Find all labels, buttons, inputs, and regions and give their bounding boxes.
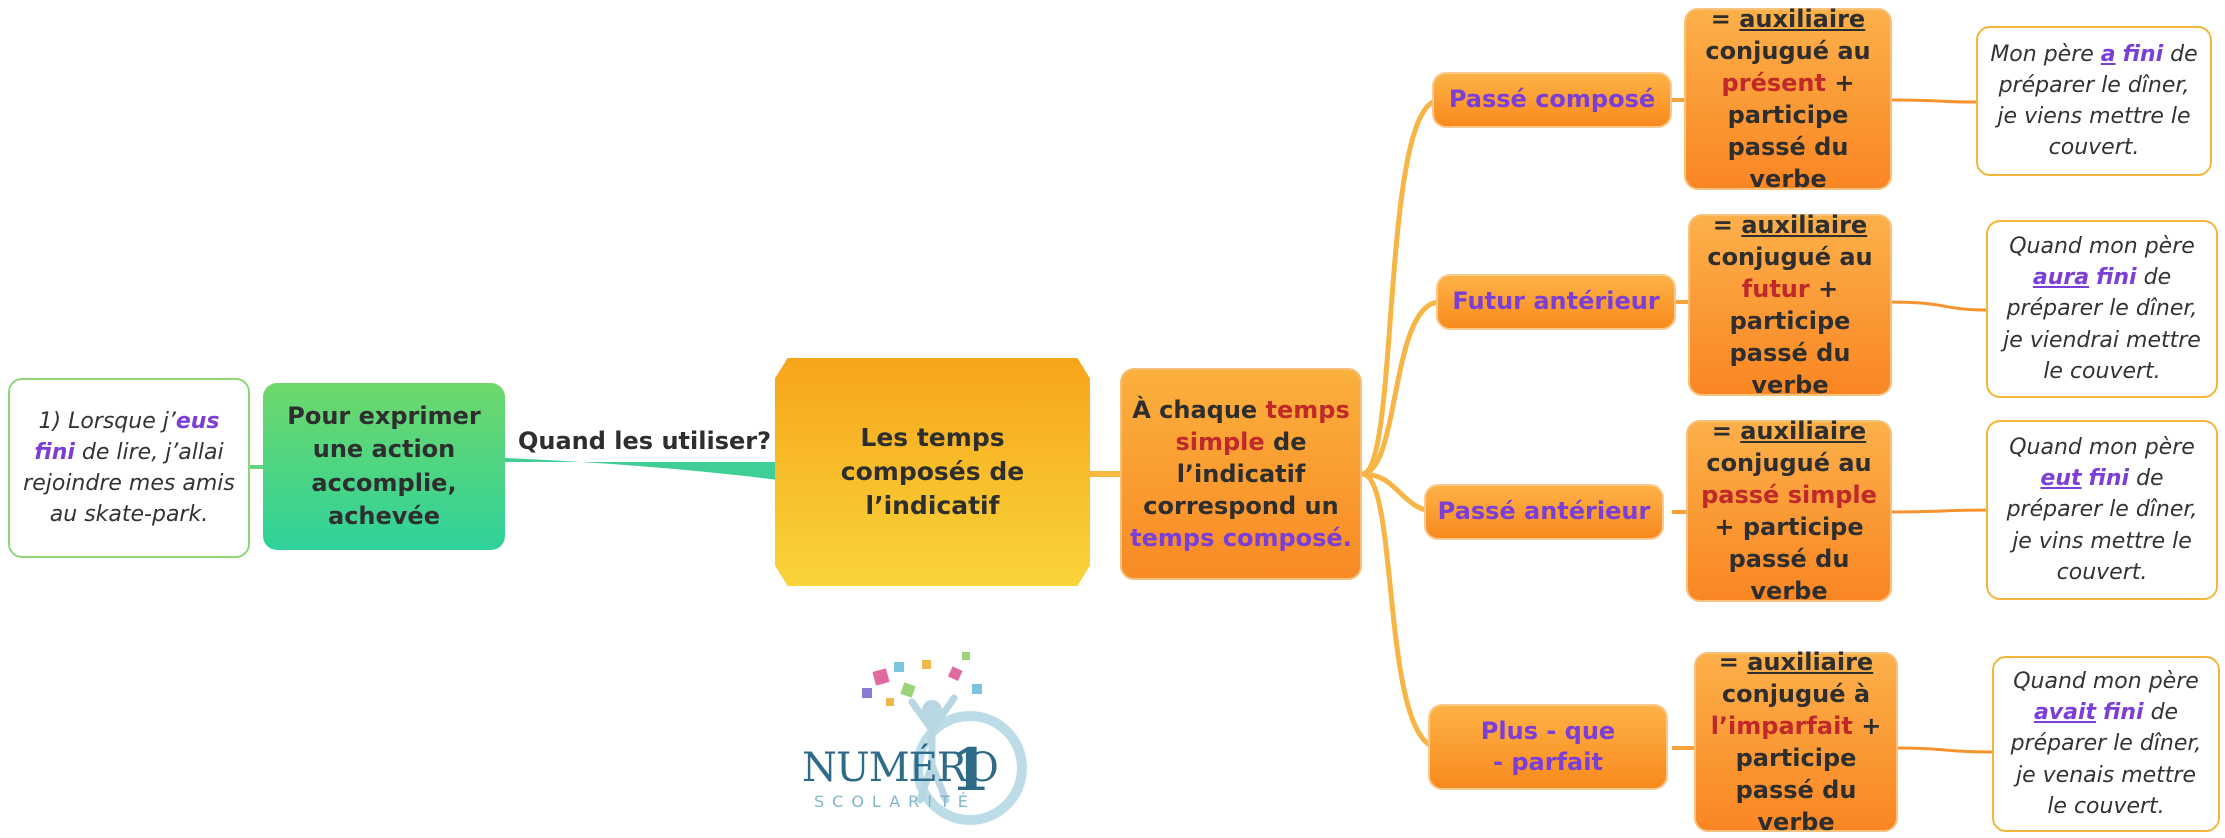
- topic-text: Les temps composés de l’indicatif: [840, 423, 1025, 520]
- example-text: de préparer le dîner, je viens mettre le…: [1997, 41, 2198, 161]
- example-verb: fini: [2103, 700, 2144, 726]
- example-aux: avait: [2033, 700, 2097, 726]
- definition-text: À chaque: [1132, 395, 1258, 424]
- example-futur-anterieur: Quand mon père aura fini de préparer le …: [1986, 220, 2218, 398]
- logo-digit: 1: [950, 736, 991, 804]
- tense-passe-anterieur: Passé antérieur: [1424, 484, 1664, 540]
- definition-text: de l’indicatif correspond un: [1143, 427, 1339, 521]
- rule-rest: participe passé du verbe: [1728, 513, 1864, 606]
- rule-eq: =: [1710, 4, 1731, 33]
- rule-tense-word: présent: [1721, 68, 1826, 97]
- rule-rest: participe passé du verbe: [1735, 744, 1857, 837]
- link-center-plus-que-parfait: [1361, 471, 1441, 751]
- example-number: 1): [38, 408, 62, 434]
- example-text: de lire, j’allai rejoindre mes amis au s…: [23, 439, 235, 528]
- definition-highlight-red: temps simple: [1175, 395, 1350, 456]
- logo-subtitle: SCOLARITÉ: [814, 792, 976, 811]
- rule-passe-compose: = auxiliaire conjugué au présent + parti…: [1684, 4, 1892, 194]
- question-label: Quand les utiliser?: [518, 427, 772, 455]
- logo-wordmark: NUMÉRO: [802, 745, 999, 791]
- rule-aux: auxiliaire: [1741, 210, 1868, 239]
- tense-label: Futur antérieur: [1452, 287, 1660, 316]
- example-aux: a: [2100, 41, 2116, 67]
- numero1-logo: NUMÉRO 1 SCOLARITÉ: [802, 640, 1037, 830]
- example-text: Quand mon père: [2009, 233, 2195, 259]
- definition-highlight-purple: temps composé.: [1130, 524, 1352, 553]
- rule-eq: =: [1718, 647, 1739, 676]
- rule-plus: +: [1834, 68, 1855, 97]
- example-verb: fini: [34, 439, 75, 465]
- example-passe-anterieur: Quand mon père eut fini de préparer le d…: [1986, 420, 2218, 600]
- rule-tense-word: l’imparfait: [1710, 711, 1853, 740]
- central-topic: Les temps composés de l’indicatif: [775, 358, 1090, 586]
- example-text: Quand mon père: [2009, 434, 2195, 460]
- example-aux: aura: [2032, 265, 2090, 291]
- rule-rest: participe passé du verbe: [1729, 307, 1851, 400]
- rule-rest: participe passé du verbe: [1727, 101, 1849, 194]
- purpose-text: Pour exprimer une action accomplie, ache…: [287, 402, 481, 530]
- example-text: de préparer le dîner, je viendrai mettre…: [2003, 265, 2201, 384]
- rule-plus: +: [1818, 274, 1839, 303]
- tense-plus-que-parfait: Plus - que - parfait: [1428, 704, 1668, 790]
- example-text: Mon père: [1990, 41, 2094, 67]
- rule-conj: conjugué à: [1721, 679, 1871, 708]
- rule-aux: auxiliaire: [1739, 4, 1866, 33]
- tense-label: Passé composé: [1448, 85, 1656, 114]
- rule-eq: =: [1711, 416, 1732, 445]
- rule-passe-anterieur: = auxiliaire conjugué au passé simple + …: [1686, 416, 1892, 606]
- tense-passe-compose: Passé composé: [1432, 72, 1672, 128]
- definition-node: À chaque temps simple de l’indicatif cor…: [1120, 368, 1362, 580]
- rule-conj: conjugué au: [1706, 448, 1872, 477]
- tense-label: Plus - que - parfait: [1480, 716, 1616, 776]
- rule-conj: conjugué au: [1705, 36, 1871, 65]
- example-left: 1) Lorsque j’eus fini de lire, j’allai r…: [8, 378, 250, 558]
- rule-conj: conjugué au: [1707, 242, 1873, 271]
- rule-aux: auxiliaire: [1740, 416, 1867, 445]
- rule-futur-anterieur: = auxiliaire conjugué au futur + partici…: [1688, 210, 1892, 400]
- logo-graphic-icon: [862, 652, 1027, 825]
- example-passe-compose: Mon père a fini de préparer le dîner, je…: [1976, 26, 2212, 176]
- tense-label: Passé antérieur: [1437, 497, 1651, 526]
- example-text: de préparer le dîner, je venais mettre l…: [2010, 700, 2202, 819]
- link-center-passe-compose: [1361, 97, 1441, 477]
- example-verb: eus: [175, 408, 220, 434]
- example-verb: fini: [2096, 265, 2137, 291]
- rule-tense-word: futur: [1741, 274, 1810, 303]
- example-text: de préparer le dîner, je vins mettre le …: [2006, 466, 2198, 585]
- example-plus-que-parfait: Quand mon père avait fini de préparer le…: [1992, 656, 2220, 832]
- tense-futur-anterieur: Futur antérieur: [1436, 274, 1676, 330]
- example-verb: fini: [2088, 466, 2130, 492]
- rule-plus: +: [1861, 711, 1882, 740]
- link-center-futur-anterieur: [1361, 299, 1441, 477]
- rule-aux: auxiliaire: [1747, 647, 1874, 676]
- rule-plus-que-parfait: = auxiliaire conjugué à l’imparfait + pa…: [1694, 648, 1898, 836]
- example-aux: eut: [2040, 466, 2082, 492]
- example-verb: fini: [2122, 41, 2164, 67]
- rule-eq: =: [1712, 210, 1733, 239]
- link-purpose-topic: [505, 458, 778, 480]
- example-text: Quand mon père: [2013, 668, 2199, 694]
- purpose-node: Pour exprimer une action accomplie, ache…: [263, 383, 505, 550]
- rule-plus: +: [1714, 513, 1735, 541]
- rule-tense-word: passé simple: [1701, 480, 1877, 509]
- example-text: Lorsque j’: [68, 408, 176, 434]
